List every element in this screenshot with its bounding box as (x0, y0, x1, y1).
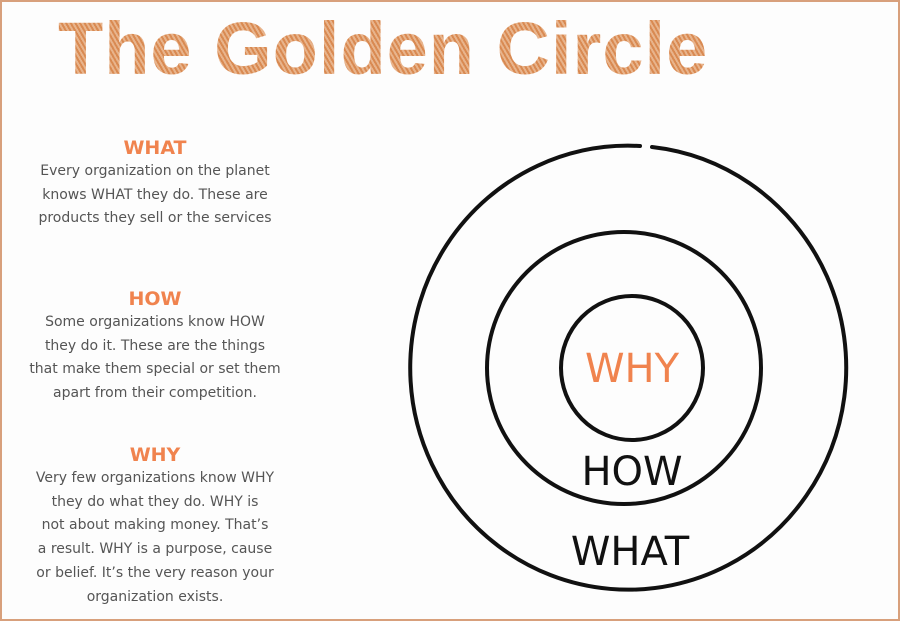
section-how: HOW Some organizations know HOW they do … (20, 287, 290, 406)
section-line: Every organization on the planet (40, 163, 270, 179)
section-line: Very few organizations know WHY (35, 470, 275, 486)
section-line: they do what they do. WHY is (51, 493, 259, 510)
inner-circle (559, 294, 705, 442)
outer-circle (408, 143, 849, 592)
section-heading: WHAT (123, 137, 187, 159)
section-line: they do it. These are the things (44, 337, 266, 354)
section-what: WHAT Every organization on the planet kn… (20, 136, 290, 231)
outer-label: WHAT (571, 529, 690, 575)
section-line: knows WHAT they do. These are (42, 186, 268, 203)
middle-label: HOW (581, 449, 682, 495)
section-heading: WHY (129, 444, 181, 466)
section-line: apart from their competition. (53, 385, 257, 402)
middle-circle (485, 230, 763, 506)
section-line: not about making money. That’s (41, 517, 269, 534)
section-line: or belief. It’s the very reason your (36, 564, 274, 581)
section-line: a result. WHY is a purpose, cause (37, 541, 273, 558)
inner-label: WHY (585, 346, 680, 392)
section-line: that make them special or set them (29, 361, 281, 378)
section-line: organization exists. (86, 588, 224, 605)
section-line: products they sell or the services (38, 210, 272, 227)
section-why: WHY Very few organizations know WHY they… (20, 443, 290, 609)
section-line: Some organizations know HOW (45, 314, 265, 330)
section-heading: HOW (128, 288, 182, 310)
page-title: The Golden Circle (58, 7, 709, 90)
